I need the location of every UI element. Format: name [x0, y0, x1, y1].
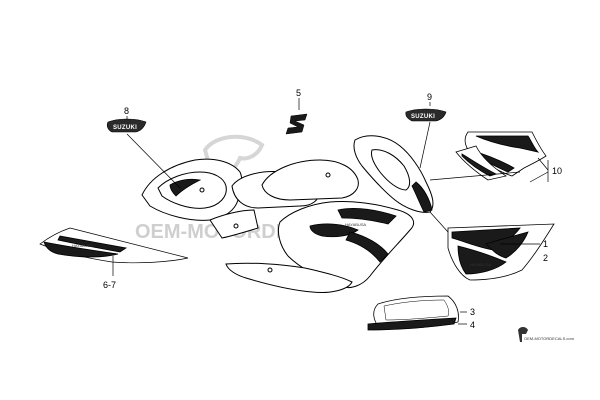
- tail-cowl-inner: [157, 171, 227, 209]
- tail-bolt: [199, 187, 205, 193]
- decal-10-second-stripe: [461, 153, 498, 177]
- badge-8-text: SUZUKI: [113, 125, 137, 131]
- decal-8-badge: 8 SUZUKI: [106, 106, 181, 189]
- footer-logo-icon: [518, 327, 528, 342]
- decal-1-text: HAYABUSA: [470, 262, 492, 267]
- fairing-assembly: HAYABUSA: [141, 135, 434, 293]
- callout-9: 9: [427, 92, 432, 102]
- under-cowl: [225, 262, 353, 293]
- decal-10-top-band: [475, 135, 540, 153]
- callout-10: 10: [552, 166, 562, 176]
- decal-1-mid-band: [485, 231, 529, 259]
- callout-10-leader-b: [529, 171, 549, 183]
- suzuki-badge-8: [106, 118, 147, 133]
- fuel-tank: [261, 159, 359, 201]
- side-fairing: [277, 201, 414, 289]
- decal-5-emblem: 5: [285, 88, 308, 135]
- under-cowl-bolt: [267, 267, 273, 273]
- nose-decal: [411, 181, 433, 213]
- decal-4-stripe: [367, 317, 457, 331]
- side-fairing-stripe-mid: [345, 231, 389, 263]
- callout-9-leader: [419, 121, 431, 169]
- tail-decal-stripe: [169, 178, 202, 197]
- decal-3-inner: [383, 299, 450, 321]
- footer-credit: OEM-MOTORDECALS.com: [518, 327, 575, 342]
- callout-1-2-fairing-leader: [429, 211, 449, 233]
- suzuki-s-logo-icon: [285, 113, 308, 135]
- tank-cap-icon: [325, 172, 331, 178]
- decal-6-text: HAYABUSA: [72, 243, 94, 248]
- callout-6-7: 6-7: [103, 280, 116, 290]
- decal-10-second-piece: [455, 145, 508, 181]
- decal-3-4-stripe: 3 4: [367, 295, 475, 331]
- decal-6-stripe: [43, 241, 119, 258]
- frame-bolt: [233, 223, 239, 229]
- badge-9-text: SUZUKI: [411, 114, 435, 120]
- callout-10-leader-fairing: [429, 171, 521, 181]
- side-fairing-text: HAYABUSA: [345, 222, 367, 227]
- callout-1: 1: [543, 239, 548, 249]
- callout-2: 2: [543, 253, 548, 263]
- decal-1-2-graphic: HAYABUSA 1 2: [429, 211, 555, 281]
- decal-7-stripe: [57, 235, 128, 253]
- frame-side-panel: [209, 209, 259, 239]
- decal-6-7-stripe: HAYABUSA 6-7: [39, 227, 189, 290]
- callout-3: 3: [470, 307, 475, 317]
- decal-1-lower-band: [457, 245, 507, 275]
- callout-4: 4: [470, 320, 475, 330]
- callout-10-leader-a: [537, 157, 549, 171]
- footer-credit-text: OEM-MOTORDECALS.com: [524, 336, 575, 341]
- side-fairing-stripe-top: [337, 208, 397, 225]
- callout-8-leader: [126, 133, 181, 189]
- decal-10-stripe: 10: [429, 131, 562, 183]
- side-fairing-vent: [309, 223, 359, 238]
- windscreen: [371, 149, 411, 191]
- callout-8: 8: [124, 106, 129, 116]
- callout-5: 5: [296, 88, 301, 98]
- suzuki-badge-9: [405, 108, 447, 122]
- decal-9-badge: 9 SUZUKI: [405, 92, 447, 169]
